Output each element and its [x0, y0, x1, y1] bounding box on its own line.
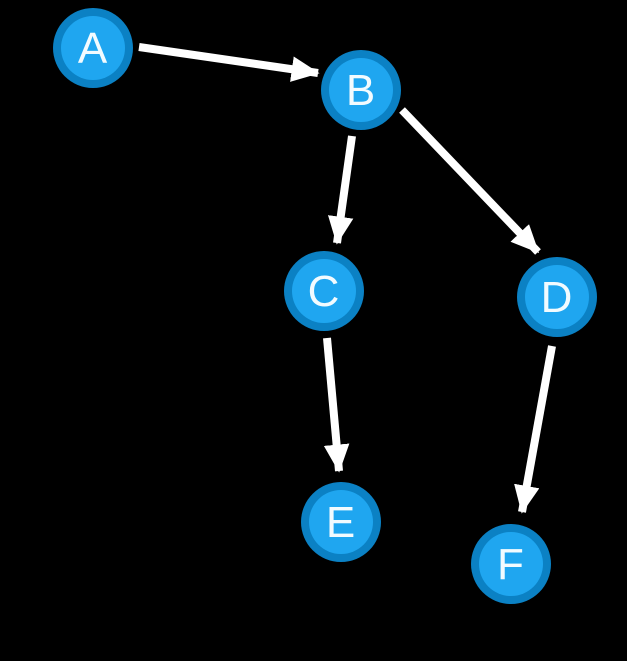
node-E[interactable]: E — [301, 482, 381, 562]
node-C-fill — [292, 259, 356, 323]
node-B[interactable]: B — [321, 50, 401, 130]
edge-A-B — [138, 43, 320, 82]
node-A-fill — [61, 16, 125, 80]
node-label-A: A — [78, 24, 108, 73]
node-label-B: B — [346, 66, 376, 115]
edge-B-D — [399, 107, 541, 255]
node-A[interactable]: A — [53, 8, 133, 88]
node-D[interactable]: D — [517, 257, 597, 337]
node-label-D: D — [541, 273, 574, 322]
nodes-layer: A B C D E F — [53, 8, 597, 604]
edge-D-F — [514, 345, 556, 514]
node-B-fill — [329, 58, 393, 122]
node-D-fill — [525, 265, 589, 329]
edges-layer — [138, 43, 556, 514]
node-C[interactable]: C — [284, 251, 364, 331]
node-F-fill — [479, 532, 543, 596]
node-E-fill — [309, 490, 373, 554]
node-label-F: F — [497, 540, 525, 589]
edge-C-E — [323, 337, 350, 473]
edge-B-C — [327, 135, 356, 245]
node-label-C: C — [308, 267, 341, 316]
node-label-E: E — [326, 498, 356, 547]
node-F[interactable]: F — [471, 524, 551, 604]
